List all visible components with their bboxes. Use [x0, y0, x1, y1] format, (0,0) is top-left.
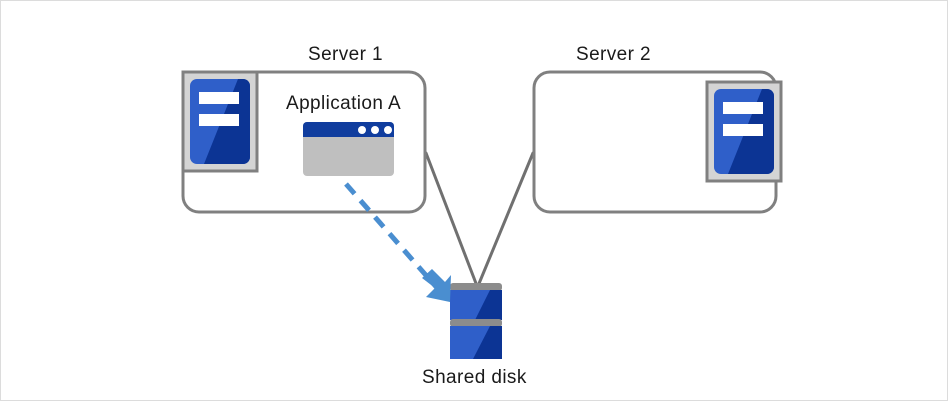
connector-lines	[424, 151, 535, 288]
disk-block-bottom	[450, 326, 502, 359]
server1-icon-panel	[181, 70, 259, 173]
connector-server1-to-disk	[424, 151, 479, 288]
connector-server2-to-disk	[476, 151, 535, 288]
server-icon-bar-top	[723, 102, 763, 114]
app-to-disk-arrow-line	[344, 182, 440, 291]
application-label: Application A	[286, 93, 402, 114]
app-window-dot	[384, 126, 392, 134]
server-icon-bar-bottom	[723, 124, 763, 136]
server-icon	[714, 89, 774, 174]
database-icon[interactable]	[450, 283, 502, 359]
app-window-dot	[358, 126, 366, 134]
server-icon	[190, 79, 250, 164]
server-icon-bar-bottom	[199, 114, 239, 126]
app-to-disk-arrow	[344, 182, 451, 302]
server-icon-bar-top	[199, 92, 239, 104]
shared-disk-label: Shared disk	[422, 367, 527, 388]
disk-bar-top	[450, 283, 502, 291]
app-window-dot	[371, 126, 379, 134]
server2-icon-panel	[705, 80, 783, 183]
disk-block-top	[450, 290, 502, 320]
server1-label: Server 1	[308, 44, 384, 65]
server2-label: Server 2	[576, 44, 652, 65]
app-window-titlebar	[303, 122, 394, 137]
disk-bar-middle	[450, 319, 502, 327]
app-window-icon[interactable]	[303, 122, 394, 176]
app-to-disk-arrowhead	[422, 269, 451, 302]
